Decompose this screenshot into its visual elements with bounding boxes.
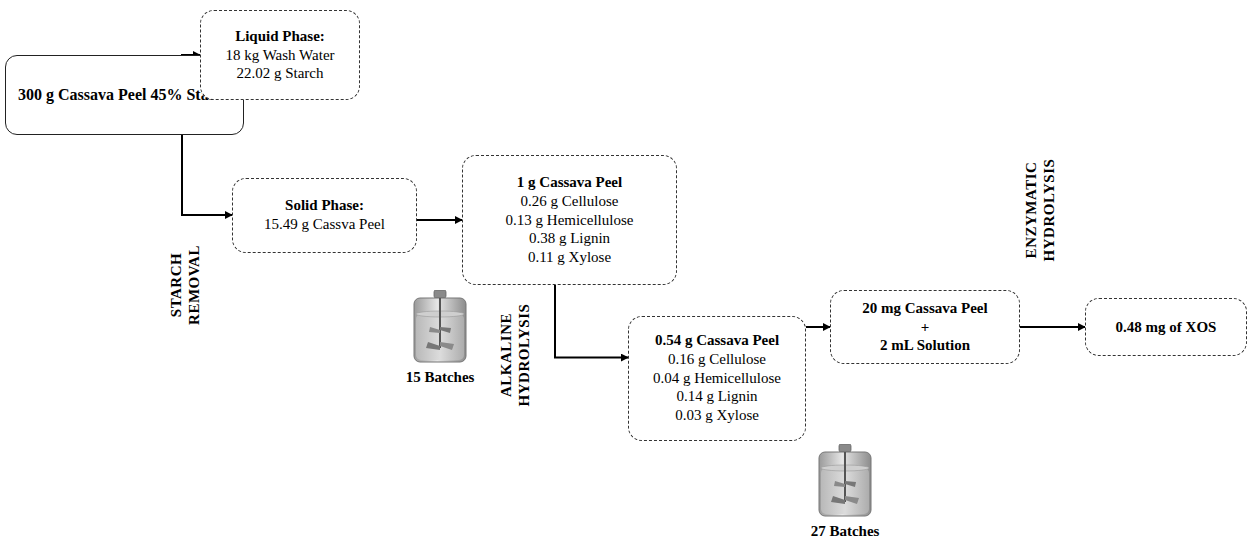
flow-arrow (1020, 326, 1085, 328)
node-text: 18 kg Wash Water (225, 46, 334, 65)
phase-box: Liquid Phase:18 kg Wash Water22.02 g Sta… (200, 10, 360, 100)
node-text: + (921, 318, 930, 337)
node-heading: 0.54 g Cassava Peel (655, 331, 779, 350)
node-heading: Solid Phase: (285, 196, 364, 215)
reactor-icon (819, 444, 871, 516)
node-text: 0.38 g Lignin (529, 229, 610, 248)
flow-arrow (555, 285, 628, 358)
batch-count: 27 Batches (790, 522, 900, 540)
step-label: ENZYMATIC HYDROLYSIS (1022, 154, 1058, 266)
node-text: 0.04 g Hemicellulose (653, 369, 781, 388)
node-heading: 0.48 mg of XOS (1116, 318, 1217, 337)
node-text: 0.26 g Cellulose (521, 192, 619, 211)
node-text: 22.02 g Starch (236, 64, 323, 83)
node-text: 0.13 g Hemicellulose (506, 211, 634, 230)
product-box: 0.48 mg of XOS (1085, 298, 1247, 356)
batch-count: 15 Batches (385, 368, 495, 386)
step-label: ALKALINE HYDROLYSIS (497, 299, 533, 411)
composition-box: 1 g Cassava Peel0.26 g Cellulose0.13 g H… (462, 155, 677, 285)
node-text: 0.16 g Cellulose (668, 350, 766, 369)
flow-arrow (417, 219, 462, 221)
node-heading: 1 g Cassava Peel (517, 173, 622, 192)
node-text: 2 mL Solution (880, 336, 970, 355)
process-box: 20 mg Cassava Peel+2 mL Solution (830, 290, 1020, 364)
node-text: 0.14 g Lignin (676, 387, 757, 406)
flow-arrow (806, 326, 830, 328)
node-heading: 20 mg Cassava Peel (862, 299, 987, 318)
reactor-icon (414, 290, 466, 362)
node-text: 0.11 g Xylose (528, 248, 611, 267)
step-label: STARCH REMOVAL (167, 239, 203, 331)
composition-box: 0.54 g Cassava Peel0.16 g Cellulose0.04 … (628, 316, 806, 441)
node-text: 0.03 g Xylose (675, 406, 759, 425)
node-text: 15.49 g Cassva Peel (264, 215, 385, 234)
phase-box: Solid Phase:15.49 g Cassva Peel (232, 178, 417, 253)
node-heading: Liquid Phase: (235, 27, 325, 46)
